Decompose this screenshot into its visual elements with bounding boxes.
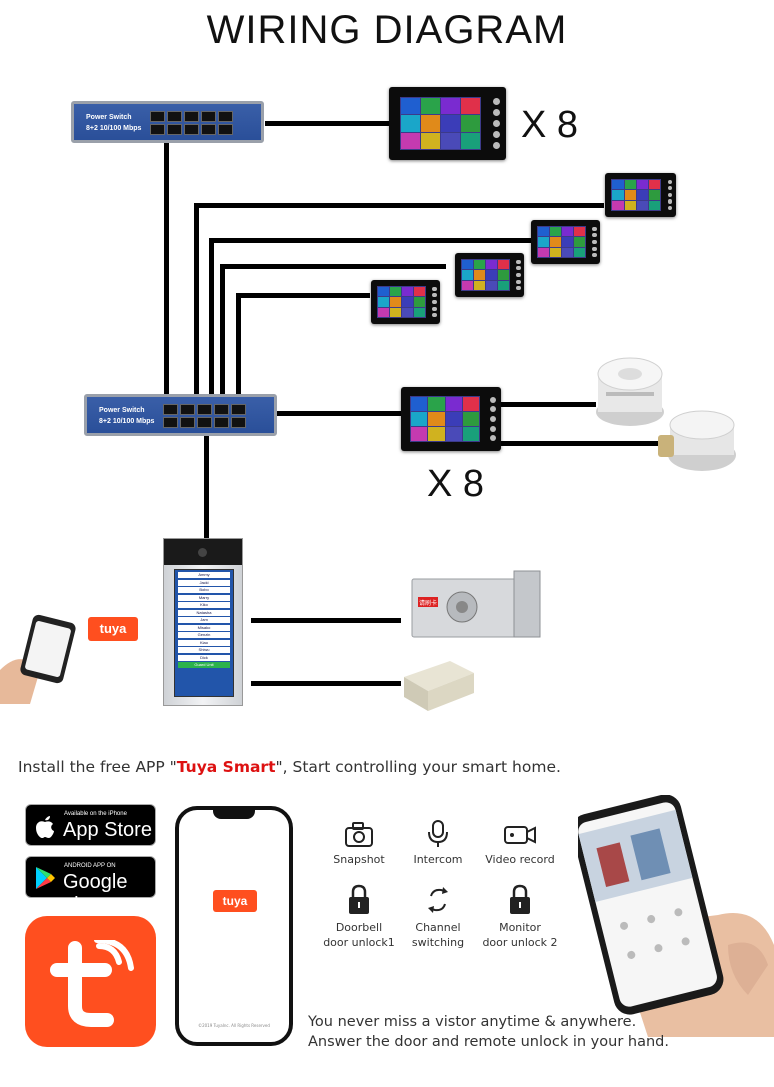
resident-name: Ammy: [178, 572, 230, 578]
monitor-buttons: [668, 179, 673, 211]
wire-panel-to-power-supply: [251, 681, 401, 686]
tagline: You never miss a vistor anytime & anywhe…: [308, 1014, 669, 1050]
google-play-badge[interactable]: ANDROID APP ON Google play: [25, 856, 156, 916]
wire-switch-bottom-to-monitor: [277, 411, 401, 416]
phone-footer: ©2019 TuyaInc. All Rights Reserved: [198, 1023, 270, 1028]
app-store-badge[interactable]: Available on the iPhone App Store: [25, 804, 156, 846]
resident-name: Misako: [178, 624, 230, 631]
monitor-screen: [461, 259, 510, 291]
smoke-detector-icon: [596, 357, 664, 426]
monitor-buttons: [592, 226, 597, 258]
monitor-screen: [537, 226, 586, 258]
tuya-app-icon[interactable]: [25, 916, 156, 1047]
monitor-buttons: [490, 396, 496, 442]
switch-label: Power Switch: [86, 114, 132, 121]
camera-icon: [345, 822, 373, 847]
lock-card-label: 请刷卡: [419, 599, 437, 607]
indoor-monitor-d: [371, 280, 440, 324]
tuya-logo: tuya: [88, 617, 138, 641]
monitor-buttons: [493, 97, 501, 150]
wire-monitor-to-smoke-detector: [500, 402, 596, 407]
phone-tuya-logo: tuya: [213, 890, 257, 912]
resident-name: Kiao: [178, 639, 230, 646]
electric-lock-icon: 请刷卡: [411, 570, 541, 638]
wire-monitor-to-gas-detector: [500, 441, 660, 446]
tuya-t-logo-icon: [50, 940, 134, 1027]
network-switch-top: Power Switch 8+2 10/100 Mbps: [71, 101, 264, 143]
indoor-monitor-main-top: [389, 87, 506, 160]
wire-switch-top-to-monitor: [265, 121, 389, 126]
monitor-count-top: X 8: [521, 104, 579, 146]
camera-module: [164, 539, 242, 565]
monitor-screen: [410, 395, 480, 443]
feature-video-record: Video record: [477, 820, 563, 867]
wire-switch-to-door-panel: [204, 434, 209, 538]
resident-name: Jam: [178, 617, 230, 623]
hand-holding-phone-app-icon: [578, 795, 774, 1037]
power-supply-icon: [404, 661, 474, 711]
wire-monitor-d: [236, 293, 370, 298]
resident-name: Natasha: [178, 609, 230, 616]
feature-channel-switching: Channel switching: [395, 884, 481, 950]
play-triangle-icon: [36, 867, 55, 889]
app-name: Tuya Smart: [176, 758, 276, 776]
phone-mockup: tuya ©2019 TuyaInc. All Rights Reserved: [175, 806, 293, 1046]
indoor-monitor-c: [455, 253, 524, 297]
feature-doorbell-unlock: Doorbell door unlock1: [316, 884, 402, 950]
wire-switch-top-to-switch-bottom: [164, 140, 169, 396]
monitor-buttons: [516, 259, 521, 291]
indoor-monitor-main-bottom: [401, 387, 501, 451]
microphone-icon: [428, 820, 448, 847]
resident-name: Guard Unit: [178, 662, 230, 668]
feature-monitor-unlock: Monitor door unlock 2: [477, 884, 563, 950]
wire-panel-to-lock: [251, 618, 401, 623]
switch-label: Power Switch: [99, 407, 145, 414]
gas-detector-icon: [658, 410, 736, 471]
resident-name: Shiwu: [178, 647, 230, 653]
monitor-screen: [611, 179, 662, 211]
network-switch-bottom: Power Switch 8+2 10/100 Mbps: [84, 394, 277, 436]
switch-spec: 8+2 10/100 Mbps: [86, 125, 142, 132]
lock-icon: [510, 884, 530, 914]
wire-monitor-c: [220, 264, 446, 269]
monitor-screen: [399, 97, 482, 150]
apple-icon: [36, 816, 54, 838]
hand-holding-phone-icon: [0, 614, 76, 704]
resident-name: Kiko: [178, 602, 230, 608]
monitor-screen: [377, 286, 426, 318]
indoor-monitor-a: [605, 173, 676, 217]
switch-ports: [150, 111, 233, 135]
resident-name: Jacki: [178, 579, 230, 586]
indoor-monitor-b: [531, 220, 600, 264]
monitor-buttons: [432, 286, 437, 318]
feature-intercom: Intercom: [395, 820, 481, 867]
resident-name: Bobo: [178, 587, 230, 593]
resident-name: Dick: [178, 654, 230, 661]
wire-monitor-b: [209, 238, 531, 243]
resident-name: Genzin: [178, 632, 230, 638]
wire-monitor-a: [194, 203, 604, 208]
monitor-count-bottom: X 8: [427, 463, 485, 505]
lock-icon: [349, 884, 369, 914]
switch-arrows-icon: [428, 887, 448, 913]
resident-name: Marry: [178, 594, 230, 601]
page-title: WIRING DIAGRAM: [206, 8, 568, 52]
switch-ports: [163, 404, 246, 428]
switch-spec: 8+2 10/100 Mbps: [99, 418, 155, 425]
promo-line: Install the free APP "Tuya Smart", Start…: [18, 758, 561, 776]
feature-snapshot: Snapshot: [316, 820, 402, 867]
video-camera-icon: [504, 826, 536, 844]
